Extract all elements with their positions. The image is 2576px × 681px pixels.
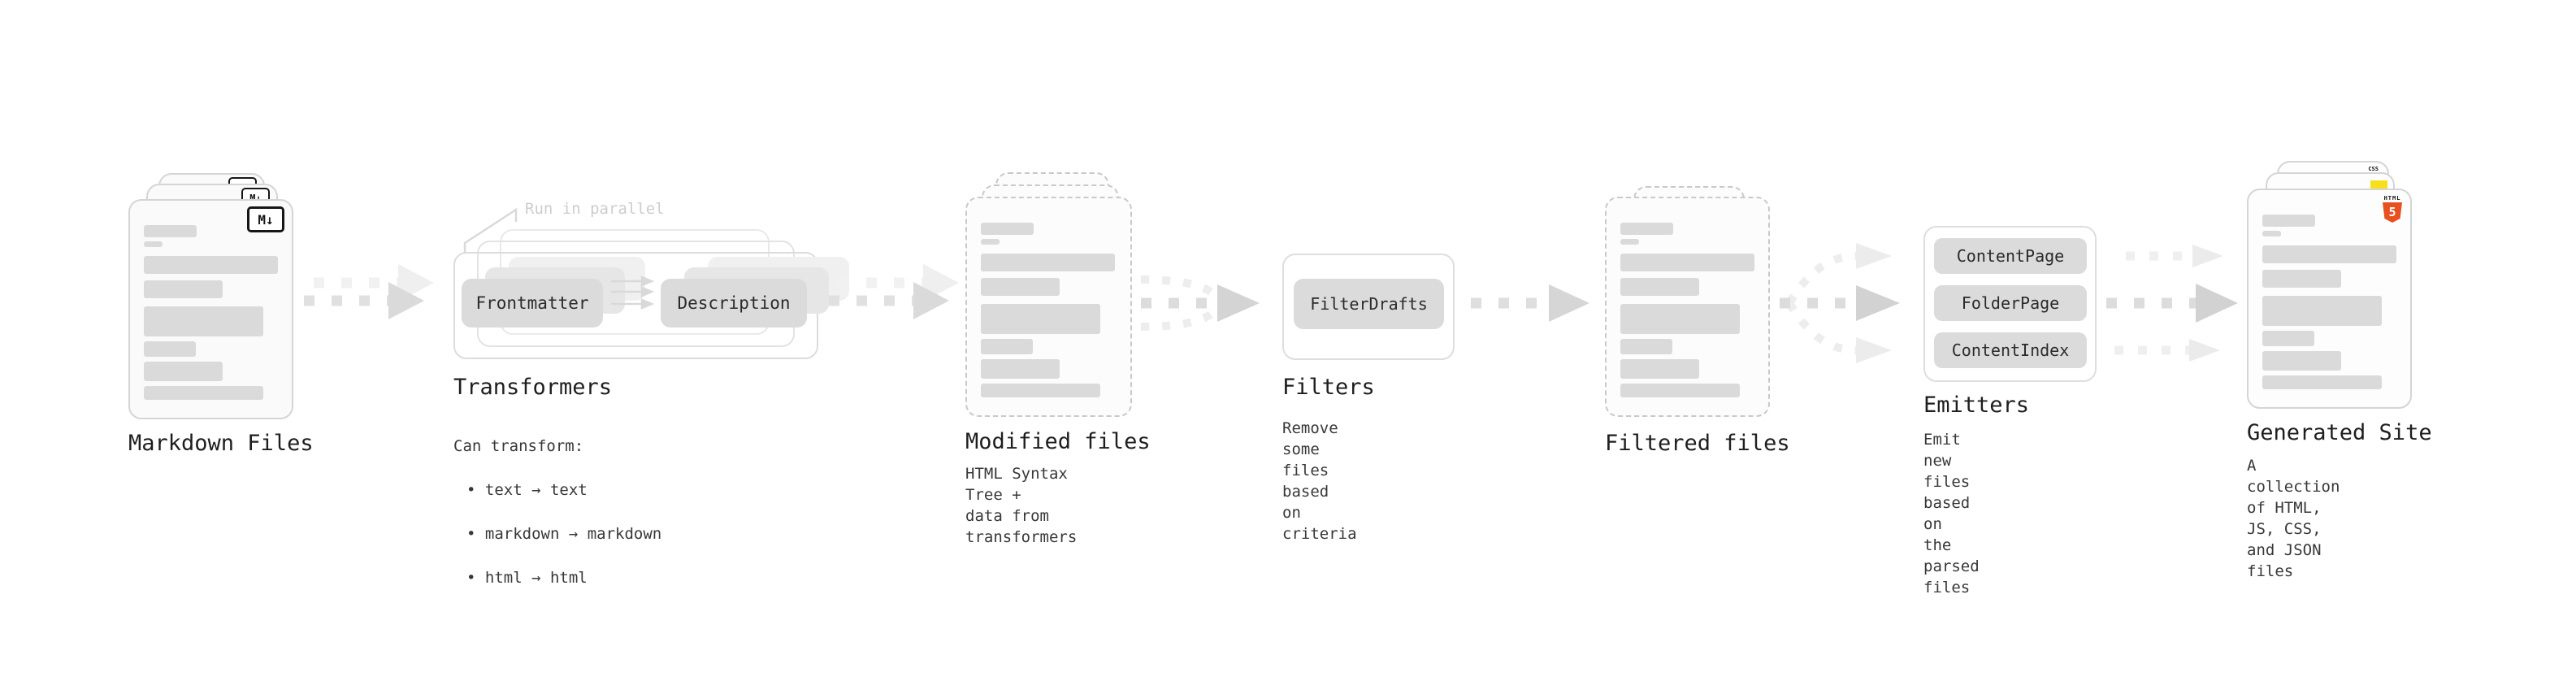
text-line-bar [1620,304,1740,334]
arrow-main [829,282,949,319]
text-line-bar [981,254,1115,271]
filter-box-filterdrafts: FilterDrafts [1294,279,1444,329]
text-line-bar [1620,278,1699,296]
file-content-lines [967,198,1130,415]
arrow-main [1780,285,1900,321]
html5-icon-number: 5 [2388,205,2396,219]
node-description-modified-files: HTML Syntax Tree + data from transformer… [965,465,1078,546]
arrow-main [1471,284,1589,322]
text-line-bar [981,339,1033,354]
merge-curve-bottom [1140,306,1221,331]
arrow-main [2106,284,2238,323]
file-content-lines [2249,190,2410,407]
js-icon [2370,180,2387,189]
arrow-main [1141,284,1260,322]
file-content-lines [130,201,292,418]
html5-icon: HTML 5 [2383,195,2402,223]
text-line-bar [2262,296,2382,326]
node-description-filters: Remove some files based on criteria [1282,419,1357,543]
text-line-bar [981,278,1060,296]
text-line-bar [981,304,1100,334]
node-description-emitters: Emit new files based on the parsed files [1923,431,1980,596]
text-line-bar [1620,223,1673,235]
arrow-modified-to-filters [1140,275,1260,331]
markdown-icon: M↓ [247,206,284,232]
arrow-markdown-to-transformers [304,264,434,319]
run-in-parallel-annotation: Run in parallel [525,200,665,218]
fanout-top [1785,243,1892,306]
node-label-generated-site: Generated Site [2247,420,2432,445]
text-line-bar [144,256,278,274]
text-line-bar [144,241,163,247]
transformer-box-description: Description [661,279,807,327]
text-line-bar [1620,239,1639,245]
bullet-item: • text → text [466,481,588,499]
node-label-markdown-files: Markdown Files [128,431,314,456]
parallel-arrows-icon [611,275,655,310]
modified-file-card-front [965,197,1132,417]
node-label-emitters: Emitters [1923,393,2030,418]
filtered-file-card-front [1605,197,1770,417]
text-line-bar [981,239,1000,245]
html5-icon-shield: 5 [2383,202,2402,223]
text-line-bar [144,280,223,298]
file-content-lines [1607,198,1768,415]
arrow-emitters-to-generated [2106,245,2238,362]
parallel-top [2126,245,2223,267]
text-line-bar [144,341,196,357]
fanout-bottom [1785,301,1892,363]
parallel-bottom [2114,339,2220,362]
generated-file-card-html: HTML 5 [2247,189,2412,409]
arrow-main [304,282,424,319]
text-line-bar [1620,254,1754,271]
html5-icon-text: HTML [2383,195,2401,202]
text-line-bar [1620,339,1672,354]
arrow-transformers-to-modified [829,264,959,319]
node-label-filtered-files: Filtered files [1605,431,1790,456]
node-label-transformers: Transformers [453,375,613,400]
text-line-bar [144,306,263,336]
emitters-container [1923,226,2097,382]
node-label-modified-files: Modified files [965,429,1151,454]
text-line-bar [144,362,223,381]
text-line-bar [144,225,197,237]
markdown-file-card-front: M↓ [128,199,293,419]
emitter-box-contentindex: ContentIndex [1934,332,2087,368]
emitter-box-contentpage: ContentPage [1934,238,2087,274]
text-line-bar [2262,375,2382,389]
run-in-parallel-callout-line [463,207,518,254]
transformer-box-frontmatter: Frontmatter [462,279,603,327]
text-line-bar [981,359,1060,379]
text-line-bar [981,384,1100,397]
text-line-bar [2262,331,2314,346]
bullet-item: • html → html [466,569,588,587]
text-line-bar [2262,270,2341,288]
node-label-filters: Filters [1282,375,1375,400]
text-line-bar [2262,215,2315,227]
text-line-bar [2262,351,2341,371]
arrow-filters-to-filtered [1471,284,1589,322]
text-line-bar [2262,245,2396,263]
merge-curve-top [1140,275,1221,301]
arrow-filtered-to-emitters [1780,243,1900,363]
text-line-bar [144,386,263,400]
text-line-bar [1620,359,1699,379]
node-description-generated-site: A collection of HTML, JS, CSS, and JSON … [2247,457,2340,580]
text-line-bar [1620,384,1740,397]
description-heading: Can transform: [453,437,584,455]
text-line-bar [2262,231,2281,236]
node-description-transformers: Can transform: • text → text • markdown … [453,414,661,611]
bullet-item: • markdown → markdown [466,525,662,543]
emitter-box-folderpage: FolderPage [1934,285,2087,321]
text-line-bar [981,223,1034,235]
filters-container [1282,254,1455,360]
